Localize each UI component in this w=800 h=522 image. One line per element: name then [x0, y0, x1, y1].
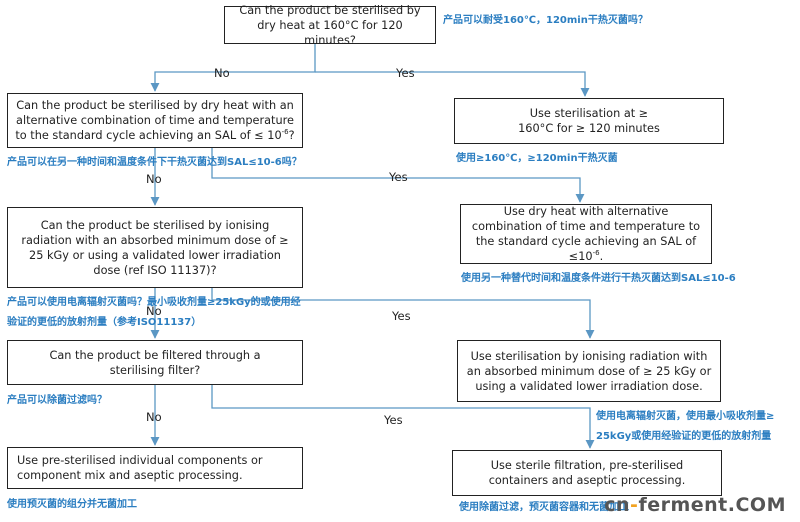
watermark-dash: - — [630, 494, 639, 516]
q2-text: Can the product be sterilised by dry hea… — [15, 99, 294, 142]
zh-note-q3-line1: 产品可以使用电离辐射灭菌吗？最小吸收剂量≥25kGy的或使用经 — [7, 297, 301, 308]
question-box-dry-heat-alternative: Can the product be sterilised by dry hea… — [7, 93, 303, 148]
label-yes-q1: Yes — [396, 66, 415, 80]
question-box-dry-heat-standard: Can the product be sterilised by dry hea… — [224, 4, 436, 47]
zh-note-q1: 产品可以耐受160℃，120min干热灭菌吗？ — [443, 15, 648, 26]
question-text: Can the product be sterilised by dry hea… — [239, 3, 421, 47]
answer-text: Use sterilisation at ≥ 160°C for ≥ 120 m… — [518, 107, 660, 135]
label-no-q1: No — [214, 66, 230, 80]
q2-superscript: -6 — [281, 128, 289, 137]
q2-end: ? — [288, 129, 295, 142]
zh-note-a5: 使用预灭菌的组分并无菌加工 — [7, 499, 137, 510]
zh-note-a3-line1: 使用电离辐射灭菌，使用最小吸收剂量≥ — [596, 411, 775, 422]
answer-text: Use sterile filtration, pre-sterilised c… — [488, 459, 686, 487]
question-text: Can the product be sterilised by dry hea… — [14, 98, 296, 143]
zh-note-a4: 使用除菌过滤，预灭菌容器和无菌加工 — [459, 502, 629, 513]
zh-note-a3-line2: 25kGy或使用经验证的更低的放射剂量 — [596, 431, 772, 442]
zh-note-a2: 使用另一种替代时间和温度条件进行干热灭菌达到SAL≤10-6 — [461, 273, 736, 284]
arrow-q1-yes — [315, 71, 590, 97]
question-text: Can the product be sterilised by ionisin… — [21, 218, 289, 277]
arrow-q1-no — [150, 44, 316, 92]
answer-box-ionising-radiation: Use sterilisation by ionising radiation … — [457, 340, 721, 402]
label-yes-q3: Yes — [392, 309, 411, 323]
zh-note-q2: 产品可以在另一种时间和温度条件下干热灭菌达到SAL≤10-6吗？ — [7, 157, 302, 168]
a2-text: Use dry heat with alternative combinatio… — [471, 205, 701, 263]
watermark-logo: cn-ferment.COM — [604, 494, 786, 516]
arrow-q3-yes — [211, 288, 595, 339]
question-box-sterilising-filter: Can the product be filtered through a st… — [7, 340, 303, 385]
answer-box-dry-heat-alternative: Use dry heat with alternative combinatio… — [460, 204, 712, 264]
arrow-q2-yes — [211, 148, 585, 203]
watermark-part-b: ferment — [638, 494, 728, 516]
label-no-q2: No — [146, 172, 162, 186]
zh-note-q4: 产品可以除菌过滤吗？ — [7, 395, 107, 406]
answer-text: Use sterilisation by ionising radiation … — [466, 349, 712, 393]
arrow-q4-yes — [211, 385, 595, 449]
answer-text: Use dry heat with alternative combinatio… — [467, 204, 705, 264]
zh-note-q3-line2: 验证的更低的放射剂量（参考ISO11137） — [7, 317, 202, 328]
answer-box-aseptic-processing: Use pre-sterilised individual components… — [7, 447, 303, 489]
question-text: Can the product be filtered through a st… — [49, 348, 261, 377]
label-no-q4: No — [146, 410, 162, 424]
watermark-part-c: .COM — [727, 494, 786, 516]
question-box-ionising-radiation: Can the product be sterilised by ionisin… — [7, 207, 303, 288]
answer-text: Use pre-sterilised individual components… — [17, 454, 263, 482]
label-yes-q2: Yes — [389, 170, 408, 184]
answer-box-sterile-filtration: Use sterile filtration, pre-sterilised c… — [452, 450, 722, 496]
zh-note-a1: 使用≥160℃，≥120min干热灭菌 — [456, 153, 618, 164]
watermark-part-a: cn — [604, 494, 631, 516]
a2-superscript: -6 — [592, 249, 600, 258]
label-no-q3: No — [146, 304, 162, 318]
label-yes-q4: Yes — [384, 413, 403, 427]
a2-end: . — [599, 250, 604, 263]
answer-box-dry-heat-standard: Use sterilisation at ≥ 160°C for ≥ 120 m… — [454, 98, 724, 144]
